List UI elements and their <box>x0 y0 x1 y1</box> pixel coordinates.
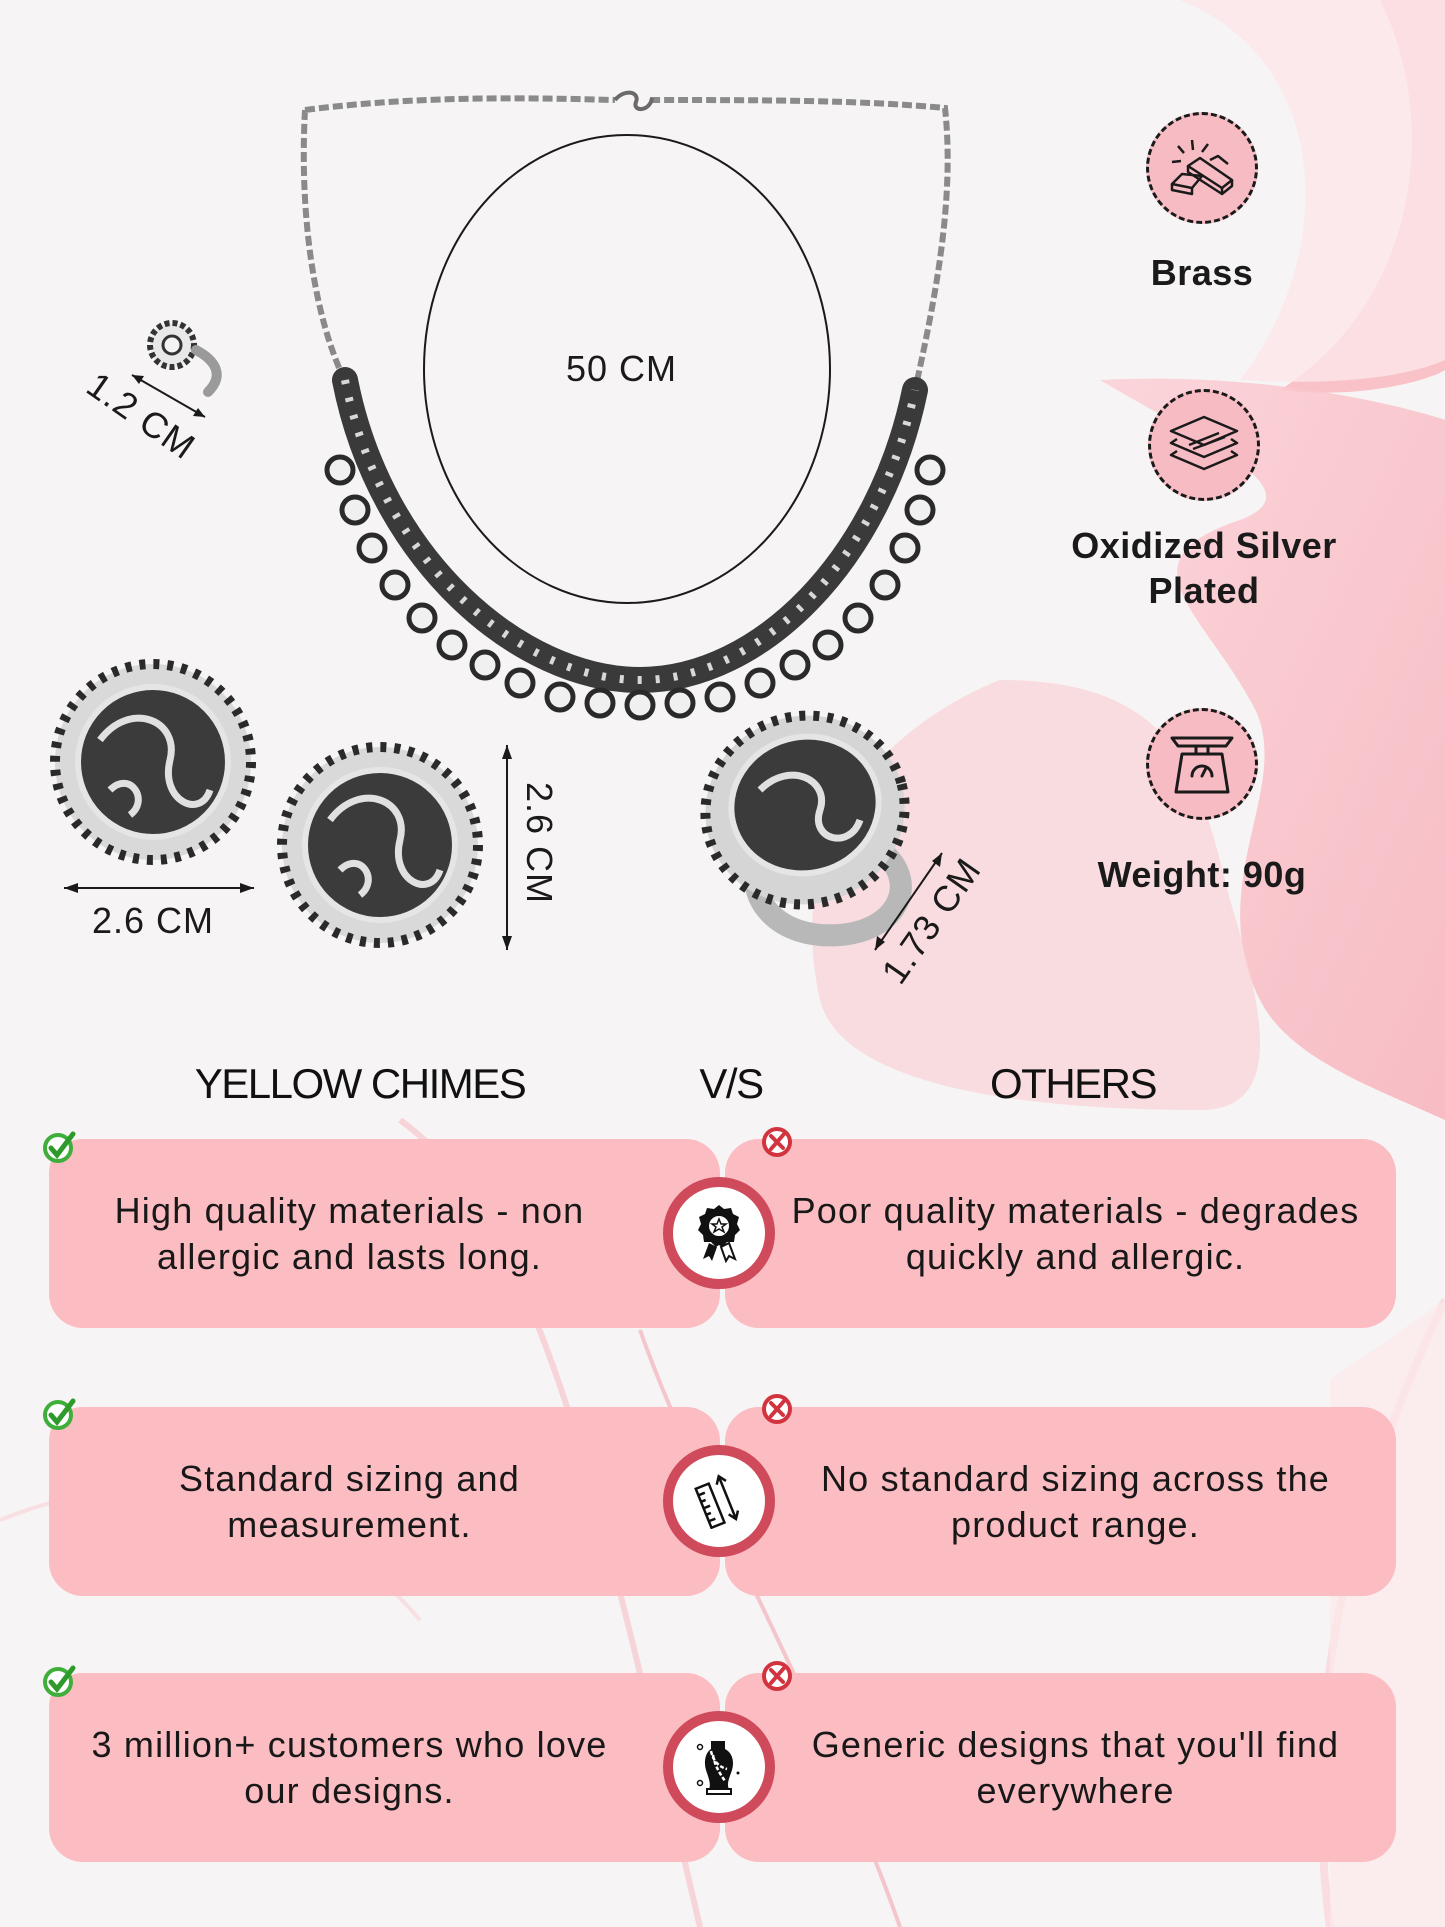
feature-label-line2: Plated <box>1148 570 1260 611</box>
necklace-length-label: 50 CM <box>566 348 678 389</box>
brand-header: YELLOW CHIMES <box>194 1060 527 1107</box>
earring-left <box>50 659 256 865</box>
others-text: Generic designs that you'll find everywh… <box>811 1723 1340 1811</box>
ours-text: High quality materials - non allergic an… <box>114 1189 585 1277</box>
ruler-measure-icon <box>694 1474 740 1529</box>
earring-height-label: 2.6 CM <box>519 781 561 905</box>
comparison-medallion <box>663 1445 775 1557</box>
comparison-medallion <box>663 1711 775 1823</box>
layers-icon <box>1169 415 1239 471</box>
check-icon <box>43 1665 76 1697</box>
cross-icon <box>762 1394 792 1424</box>
ours-text: 3 million+ customers who love our design… <box>91 1723 608 1811</box>
ours-card: Standard sizing and measurement. <box>49 1407 720 1596</box>
feature-label-line1: Oxidized Silver <box>1071 525 1337 566</box>
feature-label-plating: Oxidized Silver Plated <box>1004 523 1404 613</box>
earring-right <box>277 742 483 948</box>
gold-bars-icon <box>1170 139 1234 196</box>
earring-width-label: 2.6 CM <box>92 900 215 941</box>
ring <box>700 710 912 947</box>
quality-badge-icon <box>698 1205 740 1263</box>
feature-label-brass: Brass <box>1150 252 1254 293</box>
ours-card: High quality materials - non allergic an… <box>49 1139 720 1328</box>
ours-card: 3 million+ customers who love our design… <box>49 1673 720 1862</box>
product-illustration: 50 CM 1.2 CM 2.6 CM 2.6 CM 1.73 CM <box>50 90 989 991</box>
cross-icon <box>762 1127 792 1157</box>
check-icon <box>43 1398 76 1430</box>
others-text: No standard sizing across the product ra… <box>820 1457 1331 1545</box>
feature-badge <box>1146 112 1258 224</box>
others-card: Generic designs that you'll find everywh… <box>725 1673 1396 1862</box>
versus-label: V/S <box>699 1060 764 1107</box>
others-card: No standard sizing across the product ra… <box>725 1407 1396 1596</box>
ours-text: Standard sizing and measurement. <box>178 1457 521 1545</box>
cross-icon <box>762 1661 792 1691</box>
feature-badge <box>1148 389 1260 501</box>
check-icon <box>43 1131 76 1163</box>
comparison-medallion <box>663 1177 775 1289</box>
jewelry-set-image <box>50 90 951 951</box>
feature-badge <box>1146 708 1258 820</box>
feature-label-weight: Weight: 90g <box>1097 854 1307 895</box>
others-text: Poor quality materials - degrades quickl… <box>791 1189 1360 1277</box>
jewelry-bust-icon <box>696 1741 740 1795</box>
weighing-scale-icon <box>1170 736 1234 794</box>
others-header: OTHERS <box>989 1060 1158 1107</box>
others-card: Poor quality materials - degrades quickl… <box>725 1139 1396 1328</box>
